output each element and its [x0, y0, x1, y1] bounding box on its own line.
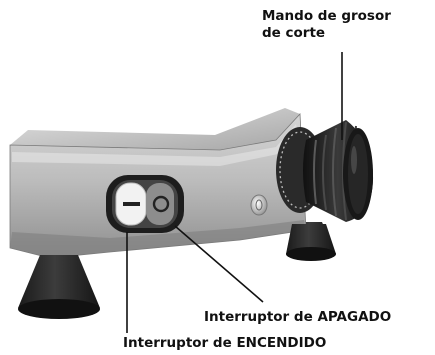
housing-top: [10, 108, 300, 150]
knob-callout-line-1: Mando de grosor: [262, 8, 391, 24]
knob-callout-line-2: de corte: [262, 25, 326, 41]
knob-callout-label: Mando de grosor de corte: [262, 8, 391, 42]
front-foot-right: [286, 224, 336, 261]
off-switch-callout-label: Interruptor de APAGADO: [204, 309, 392, 325]
leader-lines: [126, 52, 343, 333]
off-switch-leader-line: [174, 225, 264, 303]
on-switch-callout-label: Interruptor de ENCENDIDO: [123, 335, 327, 351]
on-symbol-icon[interactable]: [123, 202, 140, 206]
screw-icon: [250, 194, 268, 216]
front-foot-left: [18, 255, 100, 319]
off-symbol-icon[interactable]: [152, 195, 170, 213]
thickness-knob[interactable]: [303, 120, 374, 222]
rocker-switch[interactable]: [106, 175, 184, 233]
